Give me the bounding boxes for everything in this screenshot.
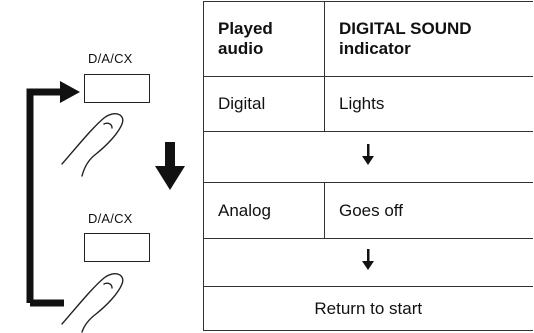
played-audio-header: Played audio bbox=[203, 1, 325, 77]
indicator-header-text: DIGITAL SOUND indicator bbox=[339, 18, 472, 58]
arrow-row bbox=[203, 131, 533, 183]
down-arrow-icon bbox=[155, 142, 185, 190]
digital-sound-indicator-table: Played audio DIGITAL SOUND indicator Dig… bbox=[203, 1, 533, 331]
finger-icon-top bbox=[61, 113, 124, 177]
top-d-a-cx-button[interactable] bbox=[84, 74, 150, 103]
down-arrow-cell bbox=[203, 238, 533, 287]
loop-arrow-icon bbox=[26, 81, 80, 307]
played-audio-header-text: Played audio bbox=[218, 18, 273, 58]
row-analog-indicator: Goes off bbox=[324, 182, 533, 239]
bottom-button-label: D/A/CX bbox=[88, 211, 133, 226]
top-button-label: D/A/CX bbox=[88, 51, 133, 66]
bottom-d-a-cx-button[interactable] bbox=[84, 233, 150, 262]
diagram-graphics bbox=[26, 81, 185, 333]
button-press-diagram: D/A/CX D/A/CX bbox=[0, 0, 200, 333]
return-to-start: Return to start bbox=[203, 286, 533, 331]
small-down-arrow-icon bbox=[362, 143, 375, 165]
table-header-row: Played audio DIGITAL SOUND indicator bbox=[203, 1, 533, 77]
down-arrow-cell bbox=[203, 131, 533, 183]
finger-icon-bottom bbox=[61, 273, 124, 333]
arrow-row bbox=[203, 238, 533, 287]
table-row: Analog Goes off bbox=[203, 182, 533, 239]
row-digital-indicator: Lights bbox=[324, 76, 533, 132]
indicator-header: DIGITAL SOUND indicator bbox=[324, 1, 533, 77]
row-analog-audio: Analog bbox=[203, 182, 325, 239]
small-down-arrow-icon bbox=[362, 249, 375, 270]
row-digital-audio: Digital bbox=[203, 76, 325, 132]
table-row: Digital Lights bbox=[203, 76, 533, 132]
footer-row: Return to start bbox=[203, 286, 533, 331]
